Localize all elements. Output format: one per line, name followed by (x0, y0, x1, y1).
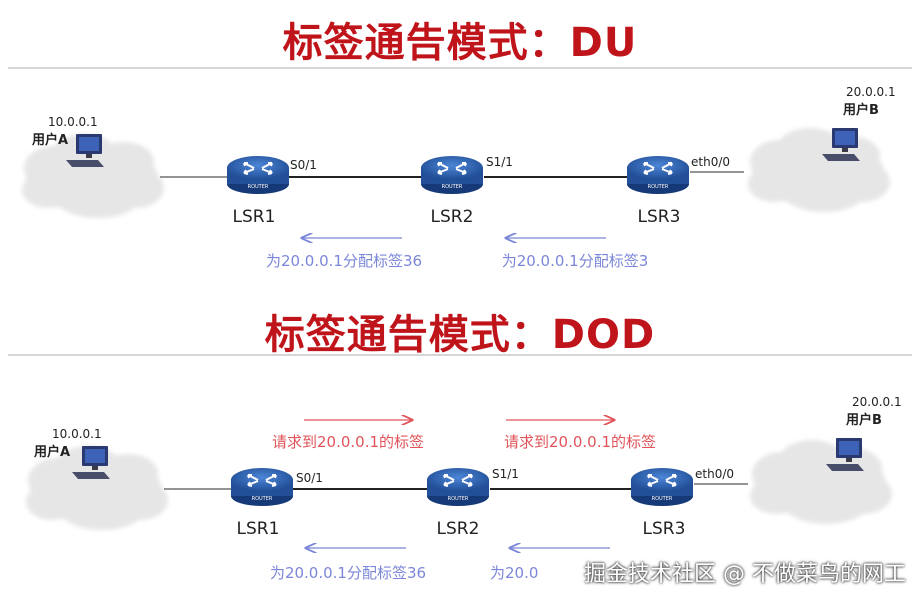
dod-lsr3-label: LSR3 (643, 519, 686, 539)
du-user-b-ip: 20.0.0.1 (846, 85, 896, 99)
du-lsr1-label: LSR1 (233, 207, 276, 227)
du-port-s01: S0/1 (290, 158, 317, 172)
du-port-eth00: eth0/0 (691, 155, 730, 169)
dod-user-a-name: 用户A (33, 444, 70, 460)
du-lsr2-badge: ROUTER (442, 184, 463, 190)
du-port-s11: S1/1 (486, 155, 513, 169)
du-reply-label-1: 为20.0.0.1分配标签36 (266, 252, 422, 270)
dod-user-a-ip: 10.0.0.1 (52, 427, 102, 441)
dod-lsr3-badge: ROUTER (652, 496, 673, 502)
dod-reply-label-2: 为20.0 (490, 564, 538, 582)
watermark: 掘金技术社区 @ 不做菜鸟的网工 (584, 562, 906, 587)
dod-lsr2-label: LSR2 (437, 519, 480, 539)
du-reply-label-2: 为20.0.0.1分配标签3 (502, 252, 649, 270)
dod-title: 标签通告模式：DOD (264, 312, 656, 358)
du-lsr3-badge: ROUTER (648, 184, 669, 190)
du-user-a-ip: 10.0.0.1 (48, 115, 98, 129)
dod-cloud-b (750, 440, 892, 524)
du-title: 标签通告模式：DU (282, 20, 638, 66)
dod-request-label-1: 请求到20.0.0.1的标签 (272, 433, 424, 451)
du-lsr3-label: LSR3 (638, 207, 681, 227)
dod-reply-label-1: 为20.0.0.1分配标签36 (270, 564, 426, 582)
dod-port-s11: S1/1 (492, 467, 519, 481)
du-user-b-name: 用户B (842, 102, 879, 118)
du-lsr1-badge: ROUTER (248, 184, 269, 190)
dod-user-b-name: 用户B (845, 412, 882, 428)
dod-port-s01: S0/1 (296, 471, 323, 485)
dod-lsr1-label: LSR1 (237, 519, 280, 539)
du-cloud-b (748, 128, 890, 212)
du-user-a-name: 用户A (31, 132, 68, 148)
dod-port-eth00: eth0/0 (695, 467, 734, 481)
du-lsr2-label: LSR2 (431, 207, 474, 227)
dod-user-b-ip: 20.0.0.1 (852, 395, 902, 409)
dod-lsr2-badge: ROUTER (448, 496, 469, 502)
dod-request-label-2: 请求到20.0.0.1的标签 (504, 433, 656, 451)
dod-lsr1-badge: ROUTER (252, 496, 273, 502)
